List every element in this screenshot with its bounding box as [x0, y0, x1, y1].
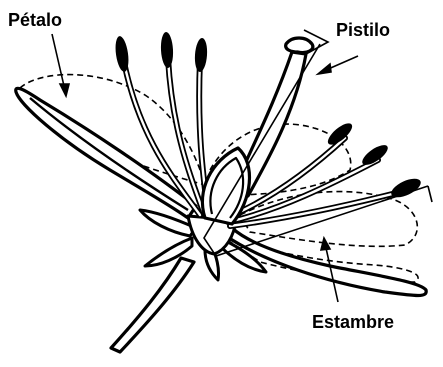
- petal-pointer: [52, 34, 64, 86]
- label-stamen: Estambre: [312, 312, 394, 332]
- pistil-pointer-arrowhead: [318, 64, 331, 74]
- anther: [160, 32, 174, 69]
- label-petal: Pétalo: [8, 10, 62, 30]
- label-pistil: Pistilo: [336, 20, 390, 40]
- stem: [111, 258, 194, 352]
- petal-pointer-arrowhead: [60, 84, 69, 96]
- pistil-stigma: [286, 38, 313, 53]
- stamen-box-edge: [428, 186, 432, 202]
- anther: [194, 38, 208, 73]
- stem-shape: [111, 258, 194, 352]
- stamen-filament: [230, 190, 408, 226]
- petal-left: [16, 88, 196, 218]
